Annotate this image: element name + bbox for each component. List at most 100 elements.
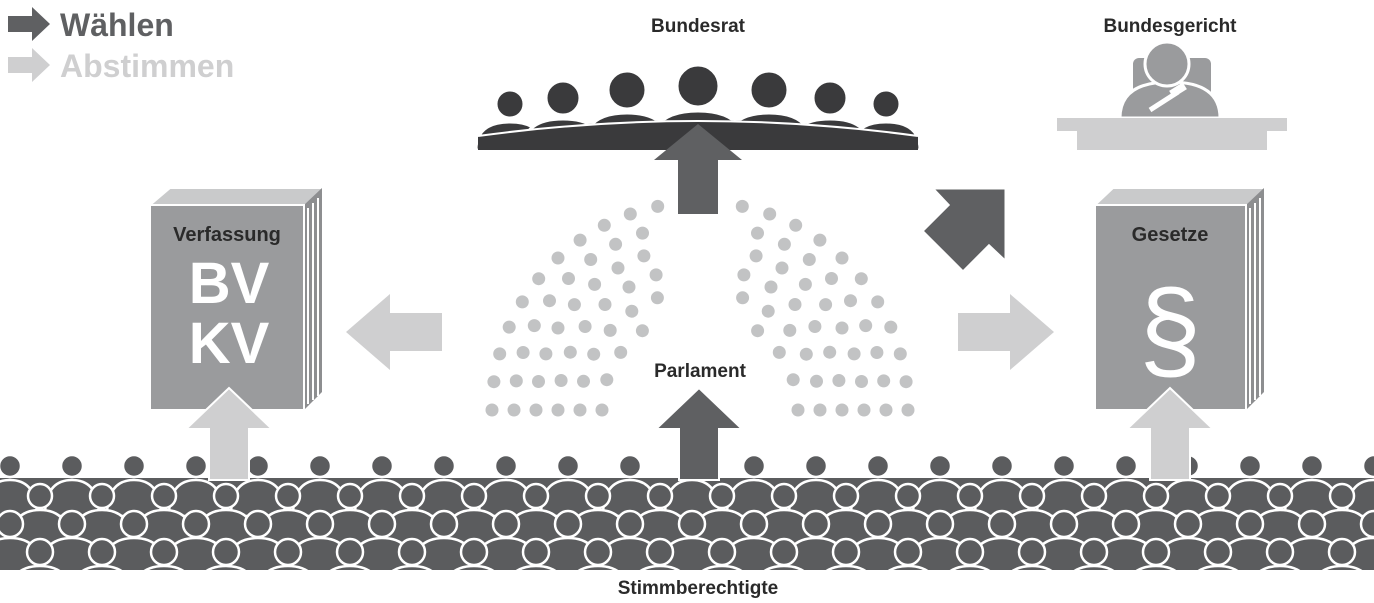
seat-dot [516, 346, 530, 359]
seat-dot [879, 403, 893, 417]
seat-dot [835, 403, 849, 417]
seat-dot [813, 233, 827, 247]
seat-dot [808, 320, 822, 333]
seat-dot [810, 374, 823, 388]
seat-dot [870, 346, 884, 359]
seat-dot [835, 321, 849, 335]
seat-dot [551, 321, 565, 335]
seat-dot [737, 268, 751, 282]
seat-dot [791, 403, 805, 417]
seat-dot [487, 375, 501, 389]
seat-dot [551, 403, 565, 417]
seat-dot [859, 319, 873, 333]
seat-dot [835, 251, 849, 265]
seat-dot [735, 199, 749, 213]
seat-dot [736, 291, 750, 305]
parliament-seats [485, 199, 915, 417]
seat-dot [567, 298, 581, 312]
seat-dot [485, 403, 499, 417]
seat-dot [799, 347, 813, 361]
seat-dot [562, 272, 575, 285]
seat-dot [635, 324, 649, 338]
seat-dot [899, 375, 913, 389]
seat-dot [884, 320, 898, 334]
seat-dot [855, 375, 868, 388]
seat-dot [637, 249, 651, 263]
constitution-title: Verfassung [173, 224, 281, 246]
seat-dot [893, 347, 907, 361]
seat-dot [651, 199, 665, 213]
seat-dot [622, 280, 636, 294]
seat-dot [554, 374, 568, 387]
seat-dot [777, 237, 791, 251]
light-arrow-right-icon [8, 48, 50, 82]
seat-dot [798, 277, 812, 291]
elect-bundesrat-arrow [654, 124, 742, 214]
seat-dot [844, 294, 857, 308]
seat-dot [563, 345, 577, 359]
seat-dot [901, 403, 915, 417]
elect-bundesgericht-arrow [922, 188, 1006, 272]
seat-dot [578, 320, 592, 333]
seat-dot [573, 403, 587, 417]
dark-arrow-right-icon [8, 7, 50, 41]
stimmberechtigte-label: Stimmberechtigte [618, 578, 778, 599]
seat-dot [854, 272, 868, 286]
legend-elect-label: Wählen [60, 7, 174, 43]
constitution-bv: BV [189, 251, 270, 316]
seat-dot [764, 280, 778, 294]
seat-dot [813, 403, 827, 417]
seat-dot [623, 207, 637, 221]
seat-dot [877, 374, 891, 388]
seat-dot [761, 304, 775, 318]
seat-dot [772, 345, 786, 359]
seat-dot [788, 298, 802, 311]
seat-dot [749, 249, 763, 263]
seat-dot [603, 323, 617, 337]
seat-dot [587, 347, 601, 361]
seat-dot [597, 218, 611, 232]
seat-dot [614, 345, 628, 359]
bundesgericht-label: Bundesgericht [1103, 16, 1237, 37]
seat-dot [502, 320, 516, 334]
parlament-label: Parlament [654, 361, 747, 382]
seat-dot [584, 253, 598, 266]
seat-dot [539, 347, 553, 361]
constitution-kv: KV [189, 311, 270, 376]
seat-dot [600, 373, 614, 387]
paragraph-symbol: § [1139, 267, 1201, 392]
seat-dot [847, 347, 861, 361]
laws-book: Gesetze § [1094, 187, 1265, 411]
seat-dot [751, 324, 765, 338]
seat-dot [529, 403, 543, 417]
seat-dot [588, 277, 602, 291]
seat-dot [625, 304, 639, 318]
seat-dot [509, 374, 523, 388]
seat-dot [515, 295, 529, 309]
legend: Wählen Abstimmen [8, 7, 234, 84]
seat-dot [493, 347, 507, 361]
seat-dot [650, 291, 664, 305]
seat-dot [802, 253, 816, 266]
seat-dot [871, 295, 885, 309]
seat-dot [783, 323, 797, 337]
seat-dot [532, 272, 546, 286]
seat-dot [819, 298, 833, 312]
seat-dot [649, 268, 663, 282]
vote-up-laws-arrow [1124, 386, 1216, 481]
vote-laws-arrow [958, 294, 1054, 370]
bundesrat-label: Bundesrat [651, 16, 746, 37]
seat-dot [527, 319, 541, 333]
seat-dot [789, 218, 803, 232]
seat-dot [543, 294, 556, 308]
seat-dot [532, 375, 545, 388]
seat-dot [609, 237, 623, 251]
judge-icon [1057, 40, 1287, 150]
seat-dot [577, 374, 590, 388]
seat-dot [636, 226, 649, 240]
seat-dot [595, 403, 609, 417]
seat-dot [551, 251, 565, 265]
laws-title: Gesetze [1132, 224, 1209, 246]
seat-dot [751, 226, 764, 240]
